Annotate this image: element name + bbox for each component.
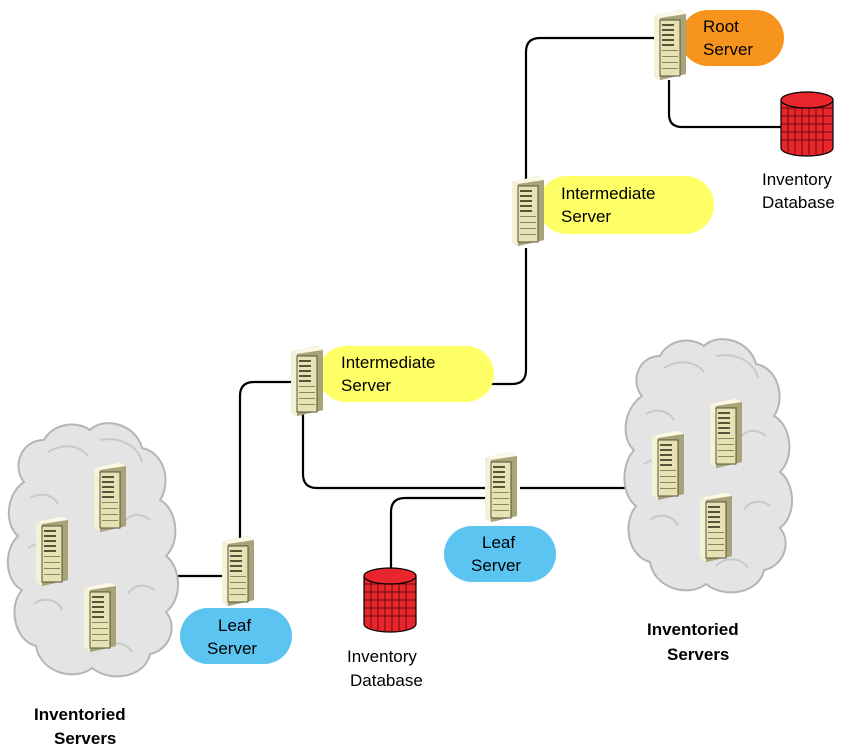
intermediate-server-mid-icon[interactable] xyxy=(290,345,324,417)
link-intermediate-leaf-left xyxy=(238,380,292,544)
inventory-database-top-icon[interactable] xyxy=(780,91,834,157)
leaf-server-right-label-line1: Leaf xyxy=(482,533,515,552)
link-root-intermediate-top xyxy=(524,36,657,190)
intermediate-server-mid-badge xyxy=(318,346,494,402)
connector-lines xyxy=(160,36,783,578)
intermediate-server-top-icon[interactable] xyxy=(511,175,545,247)
inventoried-server-icon[interactable] xyxy=(83,581,117,653)
inventoried-servers-left-label-line2: Servers xyxy=(54,729,116,748)
root-server-label-line2: Server xyxy=(703,40,753,59)
intermediate-server-top-label-line2: Server xyxy=(561,207,611,226)
link-intermediate-top-mid xyxy=(470,248,528,386)
leaf-server-left-label-line2: Server xyxy=(207,639,257,658)
intermediate-server-top-badge xyxy=(538,176,714,234)
link-root-database xyxy=(667,80,783,129)
inventoried-servers-right-label-line2: Servers xyxy=(667,645,729,664)
inventoried-servers-left-label-line1: Inventoried xyxy=(34,705,126,724)
inventoried-server-icon[interactable] xyxy=(699,491,733,563)
inventory-database-bottom-label-line2: Database xyxy=(350,671,423,690)
intermediate-server-mid-label-line1: Intermediate xyxy=(341,353,436,372)
intermediate-server-mid-label-line2: Server xyxy=(341,376,391,395)
leaf-server-right-badge xyxy=(444,526,556,582)
inventoried-servers-right-label-line1: Inventoried xyxy=(647,620,739,639)
root-server-icon[interactable] xyxy=(653,9,687,81)
link-leaf-right-database xyxy=(389,496,490,572)
inventoried-server-icon[interactable] xyxy=(93,461,127,533)
leaf-server-right-label-line2: Server xyxy=(471,556,521,575)
inventoried-server-icon[interactable] xyxy=(651,429,685,501)
leaf-server-right-icon[interactable] xyxy=(484,451,518,523)
leaf-server-left-badge xyxy=(180,608,292,664)
root-server-badge xyxy=(680,10,784,66)
inventory-database-bottom-label-line1: Inventory xyxy=(347,647,417,666)
inventoried-server-icon[interactable] xyxy=(35,515,69,587)
inventory-database-bottom-icon[interactable] xyxy=(363,567,417,633)
inventory-database-top-label-line2: Database xyxy=(762,193,835,212)
link-intermediate-leaf-right xyxy=(301,408,490,490)
cloud-left xyxy=(6,422,180,678)
inventory-database-top-label-line1: Inventory xyxy=(762,170,832,189)
inventoried-server-icon[interactable] xyxy=(709,397,743,469)
intermediate-server-top-label-line1: Intermediate xyxy=(561,184,656,203)
leaf-server-left-label-line1: Leaf xyxy=(218,616,251,635)
root-server-label-line1: Root xyxy=(703,17,739,36)
leaf-server-left-icon[interactable] xyxy=(221,535,255,607)
